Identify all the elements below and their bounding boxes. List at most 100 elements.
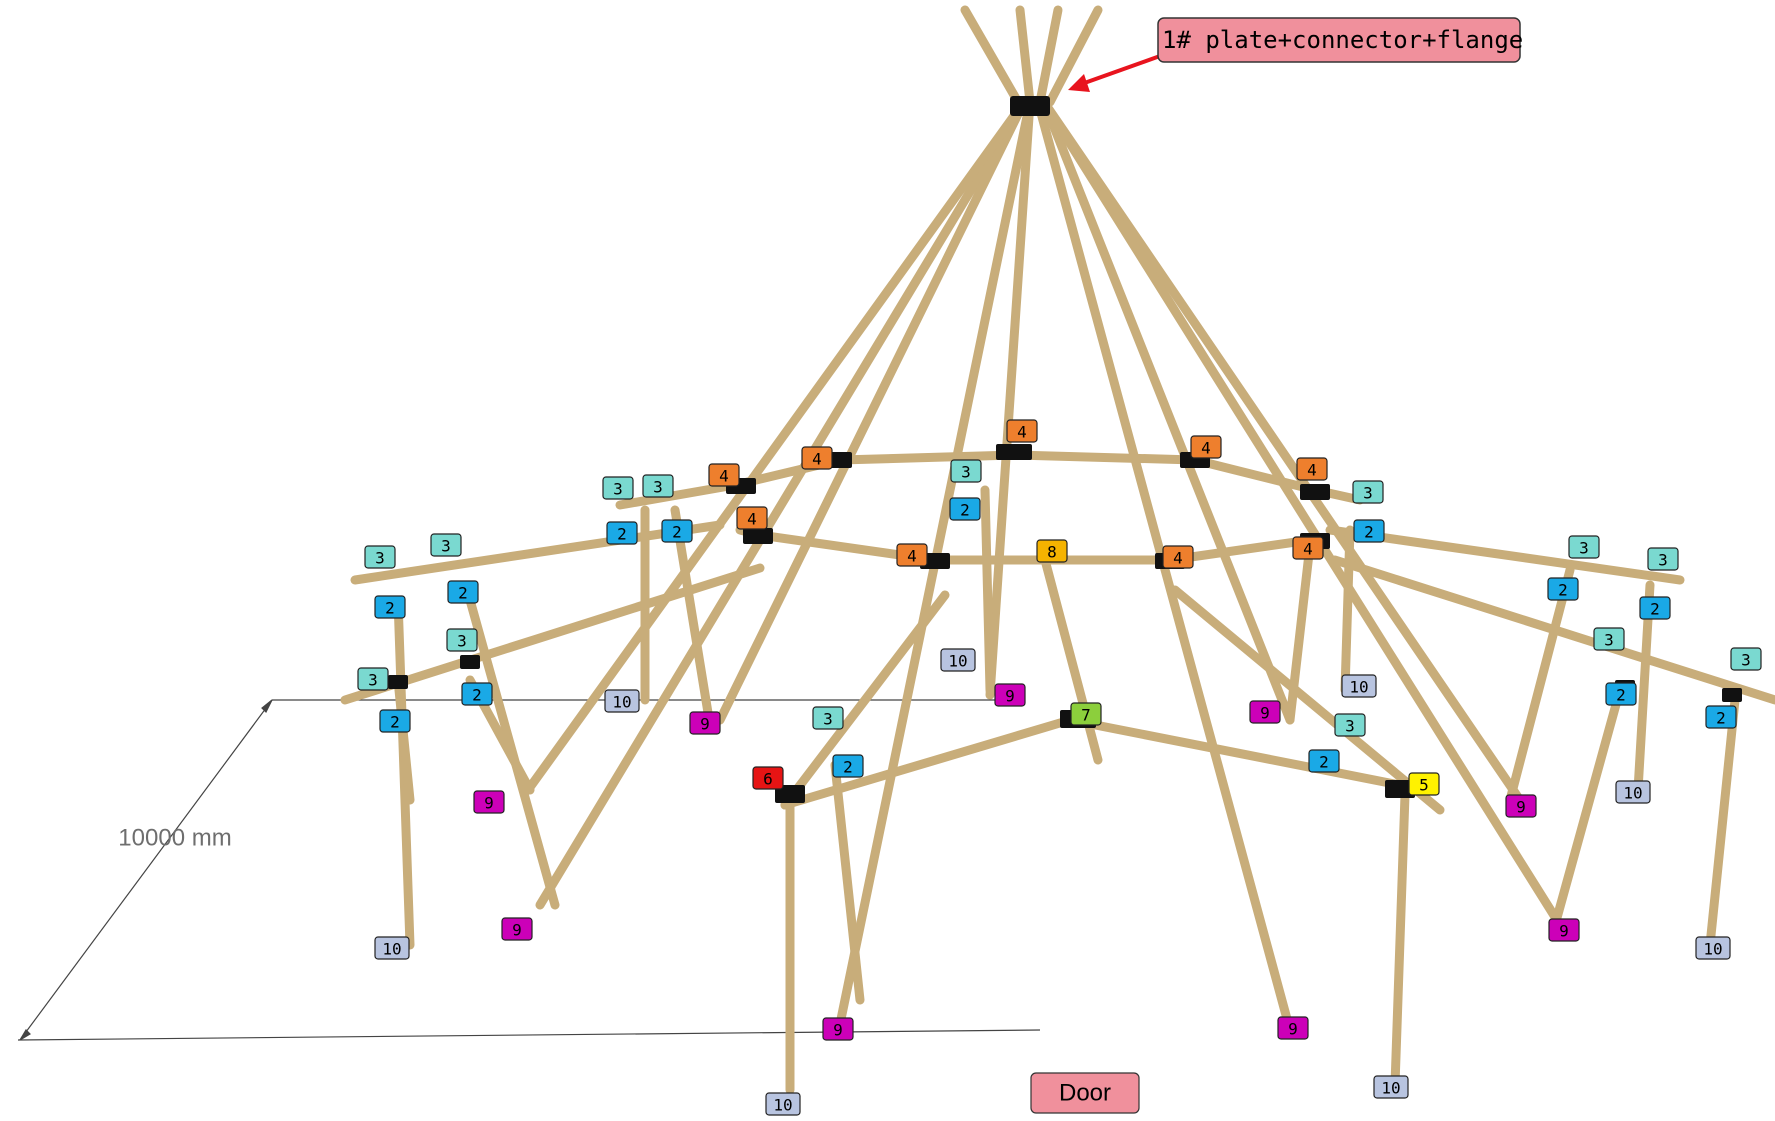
tag-badge: [1547, 577, 1579, 601]
tag-label: 3: [1604, 631, 1614, 650]
component-tag-3: 3: [1730, 647, 1762, 671]
tag-label: 10: [773, 1096, 792, 1115]
tag-label: 4: [812, 450, 822, 469]
tag-badge: [1647, 547, 1679, 571]
tag-badge: [642, 474, 674, 498]
tag-badge: [1070, 702, 1102, 726]
component-tag-9: 9: [822, 1017, 854, 1041]
tag-badge: [1593, 627, 1625, 651]
tag-badge: [473, 790, 505, 814]
tag-badge: [1006, 419, 1038, 443]
component-tag-2: 2: [461, 682, 493, 706]
bamboo-poles: [340, 5, 1775, 1095]
component-tag-4: 4: [801, 446, 833, 470]
tag-label: 10: [382, 940, 401, 959]
tag-badge: [1408, 772, 1440, 796]
tag-label: 9: [1005, 687, 1015, 706]
component-tag-2: 2: [1639, 596, 1671, 620]
component-tag-9: 9: [501, 917, 533, 941]
component-tag-9: 9: [1548, 918, 1580, 942]
component-tag-10: 10: [940, 648, 976, 672]
component-tag-2: 2: [1605, 682, 1637, 706]
tag-badge: [379, 709, 411, 733]
tag-label: 2: [1558, 581, 1568, 600]
component-tag-4: 4: [1296, 457, 1328, 481]
tag-label: 2: [617, 525, 627, 544]
tag-label: 9: [833, 1021, 843, 1040]
component-tag-10: 10: [1373, 1075, 1409, 1099]
component-tag-9: 9: [1277, 1016, 1309, 1040]
tag-label: 10: [1381, 1079, 1400, 1098]
component-tag-9: 9: [1249, 700, 1281, 724]
tag-badge: [708, 463, 740, 487]
tag-badge: [661, 519, 693, 543]
tag-badge: [689, 711, 721, 735]
tag-label: 4: [1173, 549, 1183, 568]
callout-arrow: [1068, 54, 1161, 92]
tag-label: 9: [1288, 1020, 1298, 1039]
tag-label: 3: [441, 537, 451, 556]
tag-badge: [1695, 936, 1731, 960]
door-label: Door: [1059, 1080, 1111, 1107]
component-tag-3: 3: [950, 459, 982, 483]
tag-label: 2: [1616, 686, 1626, 705]
tag-label: 10: [612, 693, 631, 712]
tag-label: 2: [1716, 709, 1726, 728]
component-tag-2: 2: [949, 497, 981, 521]
tag-badge: [374, 936, 410, 960]
tag-label: 7: [1081, 706, 1091, 725]
callout-label: 1# plate+connector+flange: [1162, 26, 1523, 54]
tag-label: 4: [1017, 423, 1027, 442]
tag-label: 9: [484, 794, 494, 813]
component-tag-4: 4: [736, 506, 768, 530]
tag-badge: [1605, 682, 1637, 706]
tag-label: 3: [375, 549, 385, 568]
component-tag-2: 2: [661, 519, 693, 543]
tag-label: 8: [1047, 543, 1057, 562]
dimension-label: 10000 mm: [118, 825, 231, 852]
component-tag-3: 3: [430, 533, 462, 557]
component-tag-3: 3: [446, 628, 478, 652]
component-tag-3: 3: [1593, 627, 1625, 651]
tag-label: 3: [1579, 539, 1589, 558]
callout-box: 1# plate+connector+flange: [1157, 17, 1523, 63]
tag-badge: [1705, 705, 1737, 729]
component-tag-3: 3: [642, 474, 674, 498]
tag-label: 10: [1349, 678, 1368, 697]
component-tag-6: 6: [752, 766, 784, 790]
tag-label: 5: [1419, 776, 1429, 795]
tag-badge: [752, 766, 784, 790]
tag-badge: [602, 476, 634, 500]
tag-badge: [1548, 918, 1580, 942]
component-tag-2: 2: [379, 709, 411, 733]
component-tag-7: 7: [1070, 702, 1102, 726]
component-tag-2: 2: [1547, 577, 1579, 601]
tag-badge: [1036, 539, 1068, 563]
tag-label: 9: [1559, 922, 1569, 941]
tag-badge: [1162, 545, 1194, 569]
component-tag-3: 3: [1352, 480, 1384, 504]
tag-label: 2: [472, 686, 482, 705]
tag-label: 2: [390, 713, 400, 732]
tag-label: 3: [1363, 484, 1373, 503]
dimension-lines: [17, 699, 1041, 1041]
tag-label: 3: [613, 480, 623, 499]
tag-label: 9: [700, 715, 710, 734]
component-tag-2: 2: [1308, 749, 1340, 773]
component-tag-3: 3: [1568, 535, 1600, 559]
tag-badge: [1308, 749, 1340, 773]
apex-connector: [1010, 96, 1050, 116]
tag-label: 10: [948, 652, 967, 671]
tag-badge: [940, 648, 976, 672]
tag-label: 9: [512, 921, 522, 940]
tag-badge: [1352, 480, 1384, 504]
tag-label: 4: [1201, 439, 1211, 458]
component-tag-4: 4: [896, 543, 928, 567]
component-tag-2: 2: [1705, 705, 1737, 729]
tag-badge: [1277, 1016, 1309, 1040]
tag-label: 9: [1516, 798, 1526, 817]
component-tag-3: 3: [364, 545, 396, 569]
component-tag-3: 3: [602, 476, 634, 500]
tag-label: 2: [672, 523, 682, 542]
